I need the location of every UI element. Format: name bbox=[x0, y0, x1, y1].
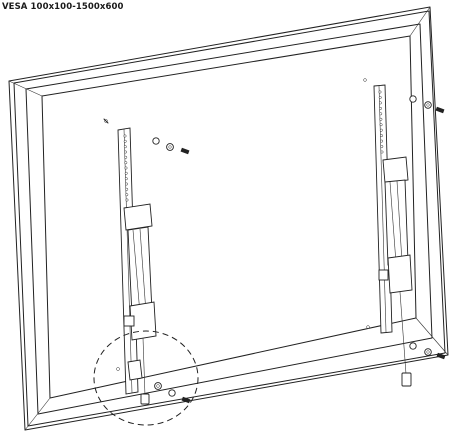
adjustment-hole bbox=[125, 182, 128, 186]
adjustment-hole bbox=[380, 139, 384, 143]
detail-callout-circle bbox=[93, 330, 199, 426]
adjustment-hole bbox=[124, 177, 128, 181]
adjustment-hole bbox=[378, 96, 382, 99]
adjustment-hole bbox=[379, 106, 382, 110]
adjustment-hole bbox=[125, 193, 129, 197]
adjustment-hole bbox=[124, 161, 128, 165]
adjustment-hole bbox=[378, 101, 382, 105]
mounting-screws bbox=[103, 78, 446, 404]
left-mounting-bracket bbox=[117, 127, 157, 405]
right-bracket-adjustment-holes bbox=[378, 90, 384, 154]
adjustment-hole bbox=[125, 187, 129, 191]
screw-right-bottom bbox=[366, 325, 446, 360]
adjustment-hole bbox=[123, 145, 127, 149]
adjustment-hole bbox=[124, 166, 128, 170]
screw-left-top bbox=[103, 118, 190, 155]
right-mounting-bracket bbox=[373, 84, 413, 387]
adjustment-hole bbox=[379, 112, 383, 116]
left-bracket-adjustment-holes bbox=[123, 134, 129, 202]
screw-left-bottom bbox=[116, 367, 191, 404]
adjustment-hole bbox=[379, 128, 383, 132]
adjustment-hole bbox=[380, 145, 384, 148]
vesa-spec-label: VESA 100x100-1500x600 bbox=[2, 2, 124, 12]
adjustment-hole bbox=[379, 123, 383, 127]
adjustment-hole bbox=[379, 117, 383, 121]
adjustment-hole bbox=[380, 134, 383, 138]
adjustment-hole bbox=[380, 150, 384, 154]
adjustment-hole bbox=[124, 155, 128, 159]
adjustment-hole bbox=[124, 171, 128, 175]
tv-frame bbox=[8, 6, 449, 431]
adjustment-hole bbox=[125, 198, 129, 202]
adjustment-hole bbox=[124, 150, 127, 154]
adjustment-hole bbox=[123, 139, 127, 143]
adjustment-hole bbox=[123, 134, 127, 138]
screw-right-top bbox=[363, 78, 445, 114]
adjustment-hole bbox=[378, 90, 382, 94]
